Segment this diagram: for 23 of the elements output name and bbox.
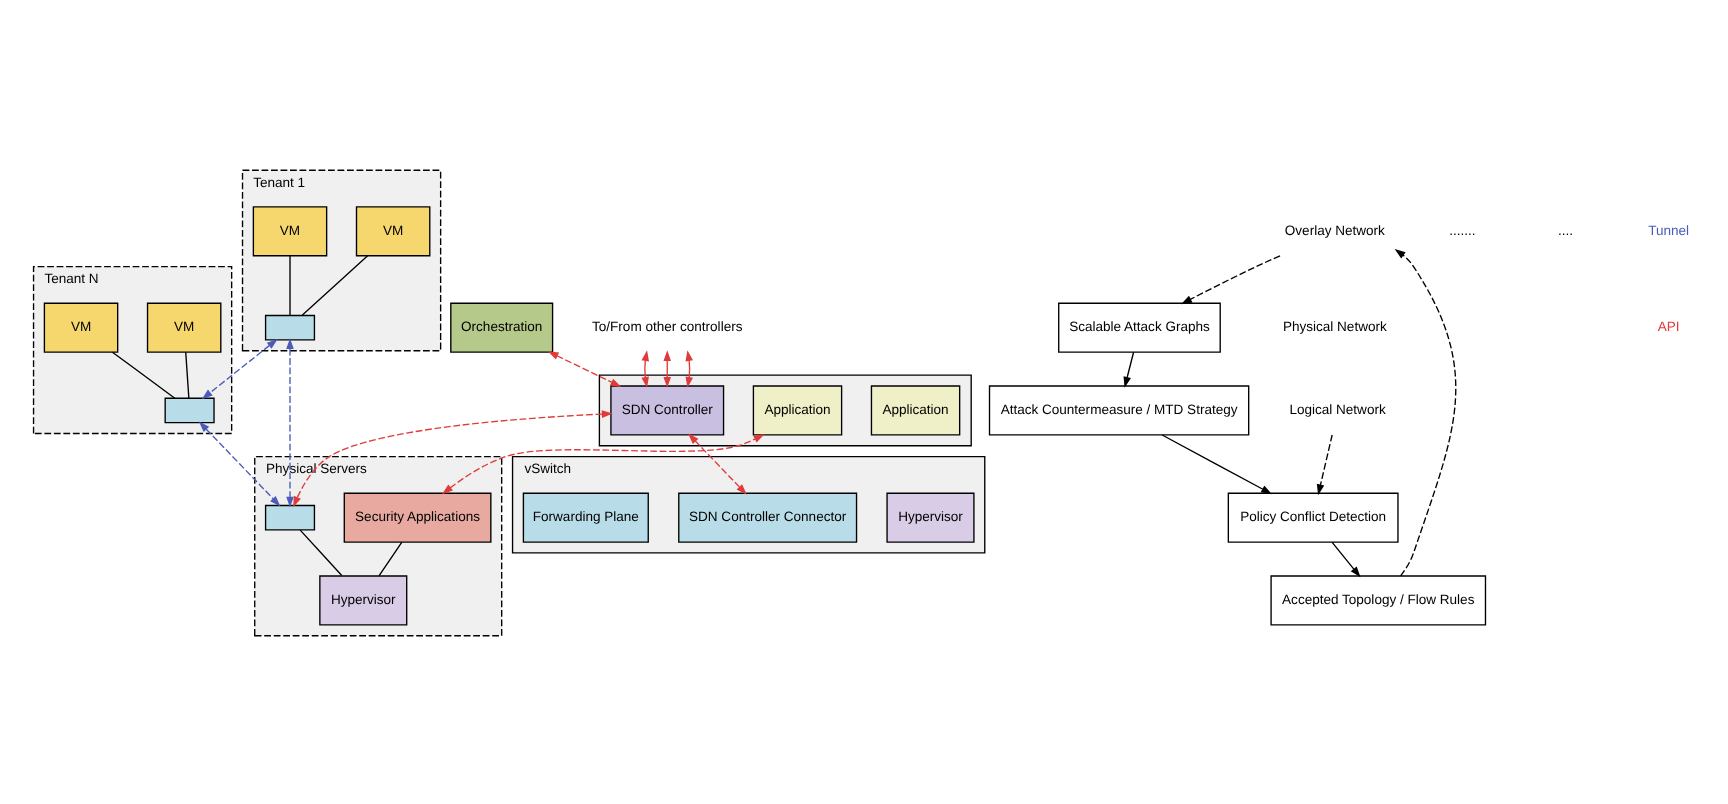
arrow [688, 432, 747, 494]
arrow [1181, 254, 1281, 304]
arrow [547, 350, 622, 386]
arrow [1331, 540, 1361, 577]
connector [185, 350, 190, 398]
arrow [293, 409, 613, 507]
connector [378, 540, 403, 576]
node-box [164, 396, 215, 423]
arrow [201, 337, 278, 399]
arrow [1316, 433, 1333, 495]
arrow [1123, 350, 1135, 387]
arrow [286, 337, 294, 507]
arrow [442, 433, 765, 494]
arrow [1394, 248, 1457, 576]
connector [299, 528, 343, 576]
arrow [1161, 433, 1272, 494]
connector [301, 254, 369, 315]
connector [289, 254, 291, 315]
node-box [264, 503, 316, 530]
node-box [264, 313, 316, 340]
connector [111, 350, 176, 398]
arrow [641, 349, 649, 387]
arrow [198, 420, 281, 506]
